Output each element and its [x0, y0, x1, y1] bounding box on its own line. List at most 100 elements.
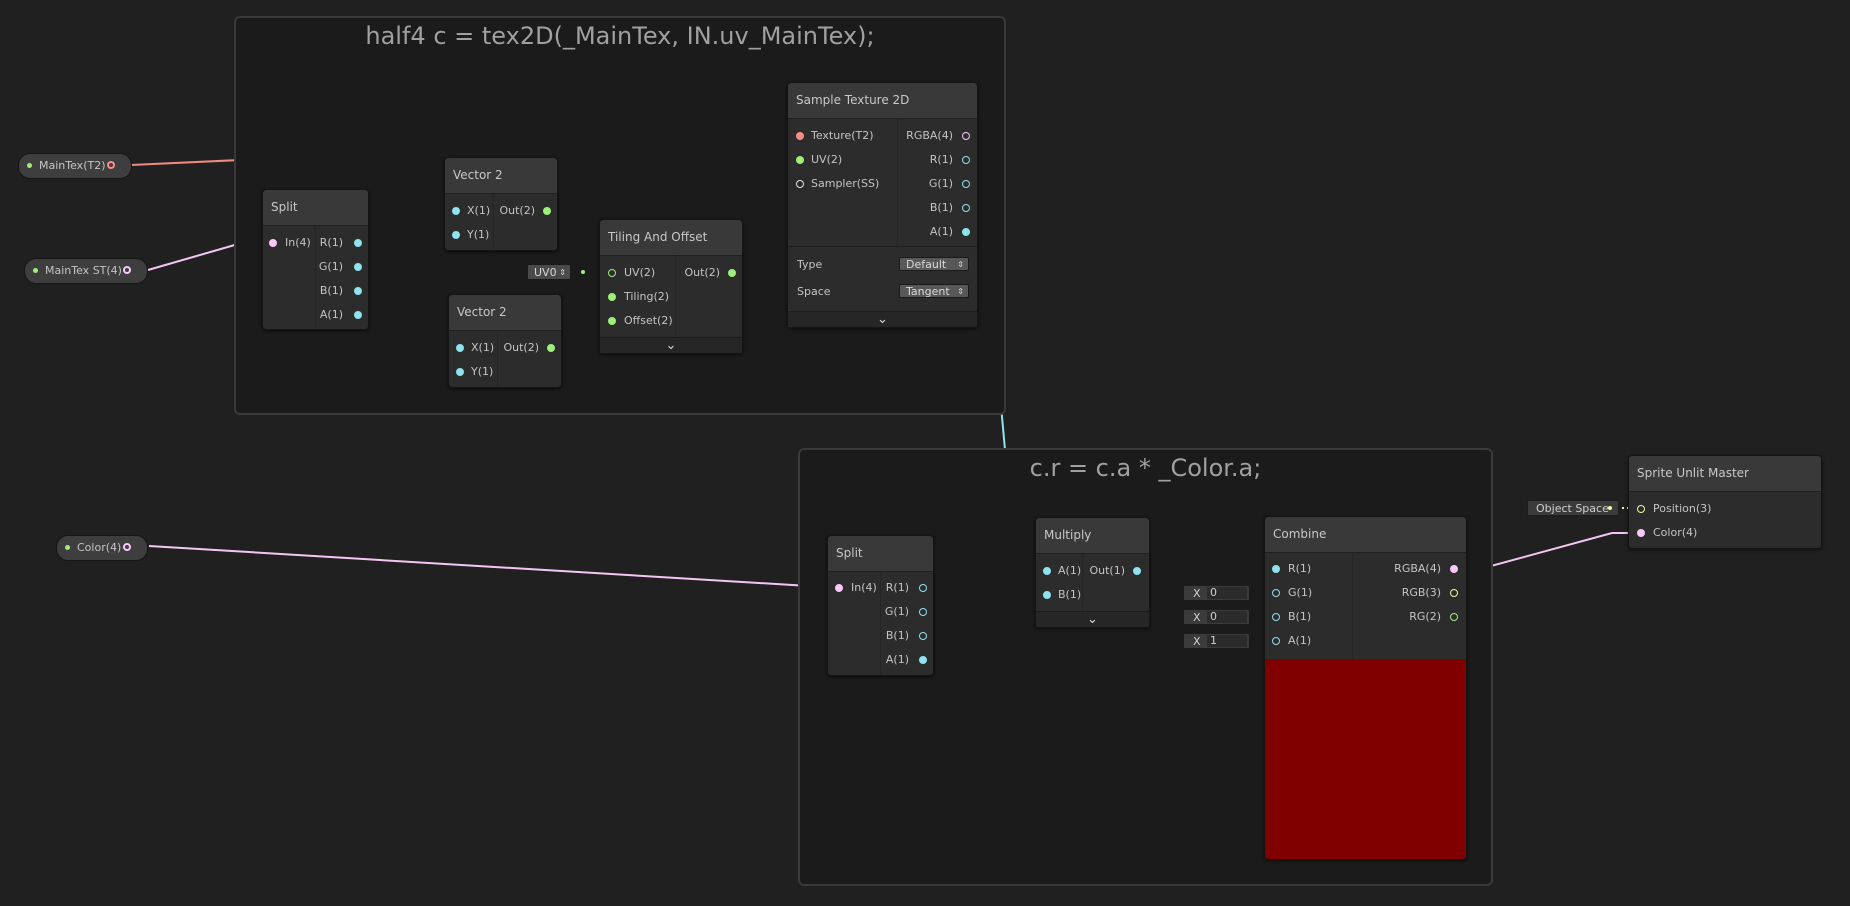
sample-texture-2d-node[interactable]: Sample Texture 2D Texture(T2) UV(2) Samp… — [787, 82, 978, 328]
input-port-icon[interactable] — [269, 239, 277, 247]
output-port-icon[interactable] — [919, 608, 927, 616]
input-port-icon[interactable] — [456, 344, 464, 352]
input-port-icon[interactable] — [796, 180, 804, 188]
input-port-icon[interactable] — [1637, 529, 1645, 537]
property-maintex[interactable]: MainTex(T2) — [18, 153, 132, 179]
field-value[interactable]: 0 — [1207, 611, 1247, 623]
input-port-icon[interactable] — [835, 584, 843, 592]
input-port-icon[interactable] — [452, 231, 460, 239]
port-y-label: Y(1) — [467, 228, 490, 241]
split-node-1[interactable]: Split In(4) R(1) G(1) B(1) A(1) — [262, 189, 369, 330]
port-tiling-label: Tiling(2) — [624, 290, 670, 303]
field-axis-label: X — [1193, 635, 1201, 648]
output-port-icon[interactable] — [962, 132, 970, 140]
space-dropdown[interactable]: Tangent⇕ — [899, 284, 969, 298]
expand-chevron-icon[interactable]: ⌄ — [788, 311, 977, 327]
input-port-icon[interactable] — [608, 293, 616, 301]
node-title: Sprite Unlit Master — [1629, 456, 1821, 492]
property-indicator-icon — [65, 545, 70, 550]
input-port-icon[interactable] — [1272, 637, 1280, 645]
settings-divider — [788, 246, 977, 247]
input-port-icon[interactable] — [608, 269, 616, 277]
input-port-icon[interactable] — [796, 132, 804, 140]
property-maintex-label: MainTex(T2) — [39, 159, 106, 172]
port-uv-label: UV(2) — [624, 266, 656, 279]
input-port-icon[interactable] — [608, 317, 616, 325]
split-node-2[interactable]: Split In(4) R(1) G(1) B(1) A(1) — [827, 535, 934, 676]
output-port-icon[interactable] — [547, 344, 555, 352]
output-port-icon[interactable] — [962, 156, 970, 164]
output-port-icon[interactable] — [919, 632, 927, 640]
output-port-icon[interactable] — [354, 263, 362, 271]
port-rg-label: RG(2) — [1409, 610, 1441, 623]
expand-chevron-icon[interactable]: ⌄ — [600, 337, 742, 353]
output-port-icon[interactable] — [919, 584, 927, 592]
input-port-icon[interactable] — [452, 207, 460, 215]
property-color[interactable]: Color(4) — [56, 535, 148, 561]
divider — [897, 118, 898, 246]
output-port-icon[interactable] — [107, 161, 115, 169]
type-dropdown[interactable]: Default ⇕ — [899, 257, 969, 271]
uv-channel-dropdown[interactable]: UV0⇕ — [527, 264, 571, 280]
output-port-icon[interactable] — [962, 204, 970, 212]
sprite-unlit-master-node[interactable]: Sprite Unlit Master Position(3) Color(4) — [1628, 455, 1822, 549]
dropdown-arrow-icon: ⇕ — [957, 260, 964, 269]
output-port-icon[interactable] — [1133, 567, 1141, 575]
input-port-icon[interactable] — [1272, 565, 1280, 573]
node-title: Vector 2 — [445, 158, 557, 194]
output-port-icon[interactable] — [1450, 565, 1458, 573]
property-indicator-icon — [27, 163, 32, 168]
field-axis-label: X — [1193, 587, 1201, 600]
object-space-field[interactable]: Object Space — [1527, 500, 1619, 516]
divider — [1352, 552, 1353, 659]
output-port-icon[interactable] — [354, 311, 362, 319]
space-label: Space — [797, 285, 831, 298]
input-port-icon[interactable] — [1043, 567, 1051, 575]
expand-chevron-icon[interactable]: ⌄ — [1036, 611, 1149, 627]
input-port-icon[interactable] — [1043, 591, 1051, 599]
output-port-icon[interactable] — [123, 266, 131, 274]
node-title: Combine — [1265, 517, 1466, 553]
input-port-icon[interactable] — [1272, 589, 1280, 597]
vector2-node-b[interactable]: Vector 2 X(1) Y(1) Out(2) — [448, 294, 562, 388]
combine-node[interactable]: Combine R(1) G(1) B(1) A(1) RGBA(4) RGB(… — [1264, 516, 1467, 860]
divider — [1082, 553, 1083, 612]
port-g-label: G(1) — [928, 177, 953, 190]
port-b-label: B(1) — [1288, 610, 1312, 623]
output-port-icon[interactable] — [354, 287, 362, 295]
output-port-icon[interactable] — [543, 207, 551, 215]
output-port-icon[interactable] — [354, 239, 362, 247]
port-out-label: Out(2) — [499, 204, 535, 217]
field-value[interactable]: 0 — [1207, 587, 1247, 599]
port-a-label: A(1) — [1058, 564, 1082, 577]
field-connector-dot — [1608, 506, 1612, 510]
input-port-icon[interactable] — [796, 156, 804, 164]
field-value[interactable]: 1 — [1207, 635, 1247, 647]
input-port-icon[interactable] — [1637, 505, 1645, 513]
output-port-icon[interactable] — [962, 180, 970, 188]
space-value: Tangent — [906, 285, 950, 298]
output-port-icon[interactable] — [962, 228, 970, 236]
tiling-and-offset-node[interactable]: Tiling And Offset UV(2) Tiling(2) Offset… — [599, 219, 743, 354]
output-port-icon[interactable] — [1450, 613, 1458, 621]
output-port-icon[interactable] — [919, 656, 927, 664]
input-port-icon[interactable] — [456, 368, 464, 376]
node-title: Sample Texture 2D — [788, 83, 977, 119]
input-port-icon[interactable] — [1272, 613, 1280, 621]
multiply-node[interactable]: Multiply A(1) B(1) Out(1) ⌄ — [1035, 517, 1150, 628]
property-indicator-icon — [33, 268, 38, 273]
divider — [675, 255, 676, 338]
port-a-label: A(1) — [319, 308, 343, 321]
output-port-icon[interactable] — [728, 269, 736, 277]
vector2-node-a[interactable]: Vector 2 X(1) Y(1) Out(2) — [444, 157, 558, 251]
output-port-icon[interactable] — [1450, 589, 1458, 597]
property-maintex-st[interactable]: MainTex ST(4) — [24, 258, 148, 284]
port-g-label: G(1) — [318, 260, 343, 273]
port-b-label: B(1) — [929, 201, 953, 214]
port-rgb-label: RGB(3) — [1401, 586, 1441, 599]
output-port-icon[interactable] — [123, 543, 131, 551]
type-value: Default — [906, 258, 947, 271]
